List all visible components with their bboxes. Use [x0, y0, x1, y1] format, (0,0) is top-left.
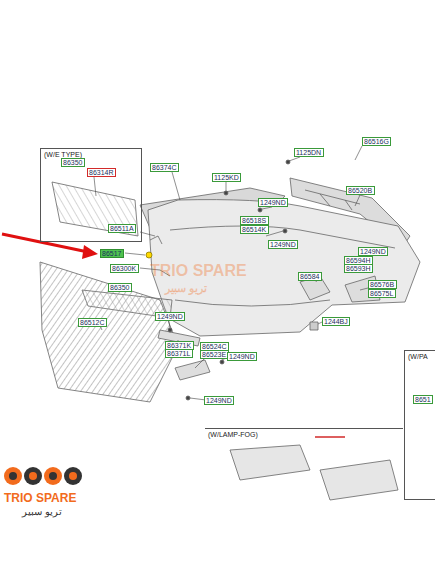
callout-number: 1249ND [204, 396, 234, 405]
callout-number: 86371L [165, 349, 193, 358]
part-number: 1249ND [260, 199, 286, 206]
part-number: 86300K [112, 265, 136, 272]
callout-number: 8651 [413, 395, 433, 404]
part-number: 1249ND [157, 313, 183, 320]
part-number: 86314R [89, 169, 114, 176]
part-number: 86374C [152, 164, 177, 171]
part-number: 8651 [415, 396, 431, 403]
part-number: 86371L [167, 350, 190, 357]
region-heading: (W/E TYPE) [41, 149, 141, 160]
part-number: 86516G [364, 138, 389, 145]
logo-text: تريو سبير [22, 506, 62, 517]
callout-number: 86300K [110, 264, 139, 273]
part-number: 1249ND [229, 353, 255, 360]
region-heading: (W/LAMP-FOG) [205, 429, 403, 440]
callout-number: 86374C [150, 163, 179, 172]
option-region: (W/PA 8651 [404, 350, 435, 500]
watermark: تريو سبير [165, 282, 207, 295]
part-number: 86511A [110, 225, 134, 232]
callout-number: 1249ND [227, 352, 257, 361]
callout-number: 86520B [346, 186, 375, 195]
callout-number: 86523E [200, 350, 229, 359]
part-number: 1125DN [296, 149, 321, 156]
part-number: 86576B [370, 281, 394, 288]
part-number: 1249ND [270, 241, 296, 248]
part-number: 86520B [348, 187, 372, 194]
callout-number: 1249ND [155, 312, 185, 321]
part-number: 86350 [110, 284, 129, 291]
part-number: 86371K [167, 342, 191, 349]
callout-number: 86516G [362, 137, 391, 146]
callout-number: 86584 [298, 272, 322, 281]
leader-lines [94, 146, 368, 400]
part-number: 1249ND [206, 397, 232, 404]
option-region: (W/LAMP-FOG) [205, 428, 403, 568]
region-heading: (W/PA [405, 351, 435, 362]
part-number: 86350 [63, 159, 82, 166]
part-number: 86524C [202, 343, 227, 350]
watermark: TRIO SPARE [150, 262, 247, 280]
part-number: 86594H [346, 257, 371, 264]
pointer-arrow [2, 234, 98, 259]
callout-number: 1249ND [258, 198, 288, 207]
callout-number: 1249ND [268, 240, 298, 249]
callout-number: 86575L [368, 289, 396, 298]
callout-number: 86512C [78, 318, 107, 327]
part-number: 86512C [80, 319, 105, 326]
part-number: 1125KD [214, 174, 239, 181]
part-number: 86523E [202, 351, 226, 358]
callout-number: 86514K [240, 225, 269, 234]
callout-number: 86350 [61, 158, 85, 167]
logo-text: TRIO SPARE [4, 491, 76, 505]
red-mark [315, 436, 345, 438]
part-number: 86518S [242, 217, 266, 224]
callout-number: 86518S [240, 216, 269, 225]
part-number: 1249ND [360, 248, 386, 255]
part-number: 86593H [346, 265, 371, 272]
callout-number: 86517 [100, 249, 124, 258]
callout-number: 1249ND [358, 247, 388, 256]
callout-number: 86576B [368, 280, 397, 289]
part-number: 1244BJ [324, 318, 348, 325]
parts [40, 160, 420, 500]
part-number: 86584 [300, 273, 319, 280]
callout-number: 86593H [344, 264, 373, 273]
callout-number: 86350 [108, 283, 132, 292]
callout-number: 1125KD [212, 173, 241, 182]
callout-number: 1244BJ [322, 317, 350, 326]
logo-icons [4, 467, 82, 485]
callout-number: 86511A [108, 224, 136, 233]
part-number: 86517 [102, 250, 121, 257]
part-number: 86575L [370, 290, 393, 297]
callout-number: 86314R [87, 168, 116, 177]
part-number: 86514K [242, 226, 266, 233]
callout-number: 1125DN [294, 148, 324, 157]
